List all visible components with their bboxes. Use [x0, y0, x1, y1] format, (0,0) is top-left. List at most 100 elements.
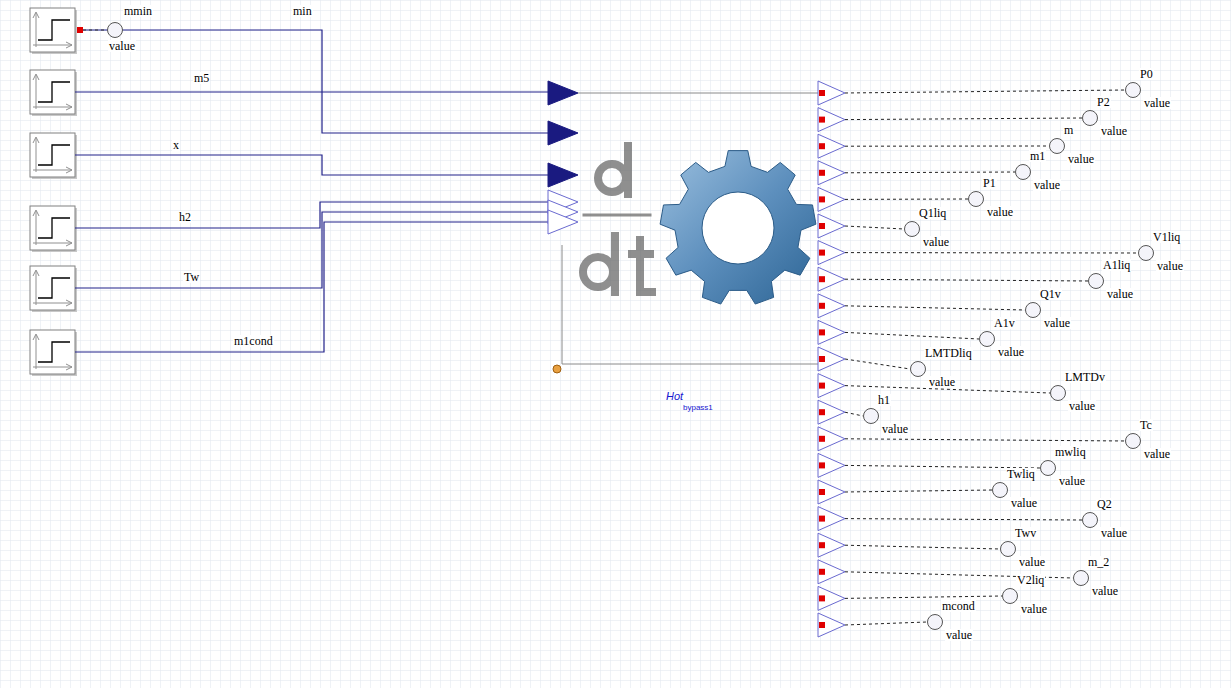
output-port [818, 427, 845, 451]
block-border [30, 133, 75, 177]
port-triangle [818, 241, 845, 265]
variable-name: Tc [1139, 419, 1153, 431]
display-circle [979, 331, 995, 347]
circle-outline [969, 192, 984, 207]
port-marker [819, 196, 825, 202]
port-marker [819, 542, 825, 548]
variable-name: Twliq [1006, 468, 1036, 480]
output-port [818, 453, 845, 477]
value-text: value [1156, 260, 1184, 272]
value-text: value [1058, 475, 1086, 487]
port-triangle [818, 187, 845, 211]
input-ports [548, 190, 578, 234]
display-block: h1value [863, 408, 879, 424]
display-circle [910, 361, 926, 377]
value-text: value [1033, 179, 1061, 191]
step-curve [38, 20, 70, 40]
display-block: Q1liqvalue [904, 221, 920, 237]
gear-icon [660, 151, 816, 304]
output-port [818, 560, 845, 584]
port-triangle [818, 267, 845, 291]
port-marker [819, 383, 825, 389]
signal-name: min [292, 5, 313, 17]
variable-name: V2liq [1016, 574, 1045, 586]
display-circle [968, 191, 984, 207]
port-marker [819, 329, 825, 335]
variable-name: LMTDv [1064, 371, 1106, 383]
display-block: Twliqvalue [992, 482, 1008, 498]
y-axis [33, 12, 39, 47]
variable-name: m1 [1029, 150, 1046, 162]
circle-outline [1041, 461, 1056, 476]
display-block: A1liqvalue [1088, 273, 1104, 289]
display-block: A1vvalue [979, 331, 995, 347]
value-text: value [1018, 556, 1046, 568]
variable-name: Q1v [1039, 288, 1062, 300]
connection-line [845, 226, 904, 229]
display-block: LMTDliqvalue [910, 361, 926, 377]
circle-outline [905, 222, 920, 237]
block-frame [562, 93, 818, 364]
circle-outline [1126, 83, 1141, 98]
port-marker [819, 489, 825, 495]
y-axis [33, 74, 39, 109]
circle-outline [1139, 246, 1154, 261]
connection-line [845, 172, 1015, 174]
variable-name: m_2 [1087, 556, 1110, 568]
display-circle [1049, 138, 1065, 154]
display-circle [1138, 245, 1154, 261]
step-source [30, 206, 77, 252]
variable-name: mcond [941, 600, 976, 612]
port-triangle [818, 480, 845, 504]
circle-outline [1083, 111, 1098, 126]
step-source [30, 8, 77, 54]
display-circle [1025, 302, 1041, 318]
circle-outline [928, 615, 943, 630]
display-block: mwliqvalue [1040, 460, 1056, 476]
y-axis [33, 334, 39, 369]
display-block: mcondvalue [927, 614, 943, 630]
x-axis [33, 300, 72, 306]
output-port [818, 320, 845, 344]
value-text: value [1143, 97, 1171, 109]
port-marker [819, 303, 825, 309]
y-axis [33, 270, 39, 305]
display-circle [107, 22, 123, 38]
connection-line [845, 622, 927, 625]
x-axis [33, 42, 72, 48]
value-text: value [922, 236, 950, 248]
signal-name: m5 [193, 72, 210, 84]
display-block: mvalue [1049, 138, 1065, 154]
port-marker [819, 462, 825, 468]
block-border [30, 70, 75, 114]
signal-name: m1cond [233, 335, 274, 347]
display-block: P2value [1082, 110, 1098, 126]
variable-name: mwliq [1054, 446, 1087, 458]
value-text: value [928, 376, 956, 388]
port-triangle [818, 613, 845, 637]
x-axis [33, 240, 72, 246]
port-triangle [818, 560, 845, 584]
output-port [818, 187, 845, 211]
circle-outline [1083, 513, 1098, 528]
value-text: value [997, 346, 1025, 358]
variable-name: Twv [1014, 527, 1037, 539]
x-axis [33, 104, 72, 110]
display-block: V2liqvalue [1002, 588, 1018, 604]
block-border [30, 206, 75, 250]
output-port [818, 161, 845, 185]
output-port [818, 81, 845, 105]
port-marker [819, 622, 825, 628]
instance-name: Hot [666, 391, 683, 402]
display-leader [83, 30, 106, 31]
display-circle [1040, 460, 1056, 476]
display-block: V1liqvalue [1138, 245, 1154, 261]
signal-name: Tw [183, 271, 200, 283]
output-port [818, 507, 845, 531]
x-axis [33, 364, 72, 370]
output-port [818, 294, 845, 318]
block-border [30, 8, 75, 52]
port-marker [819, 223, 825, 229]
connection-line [845, 279, 1088, 281]
